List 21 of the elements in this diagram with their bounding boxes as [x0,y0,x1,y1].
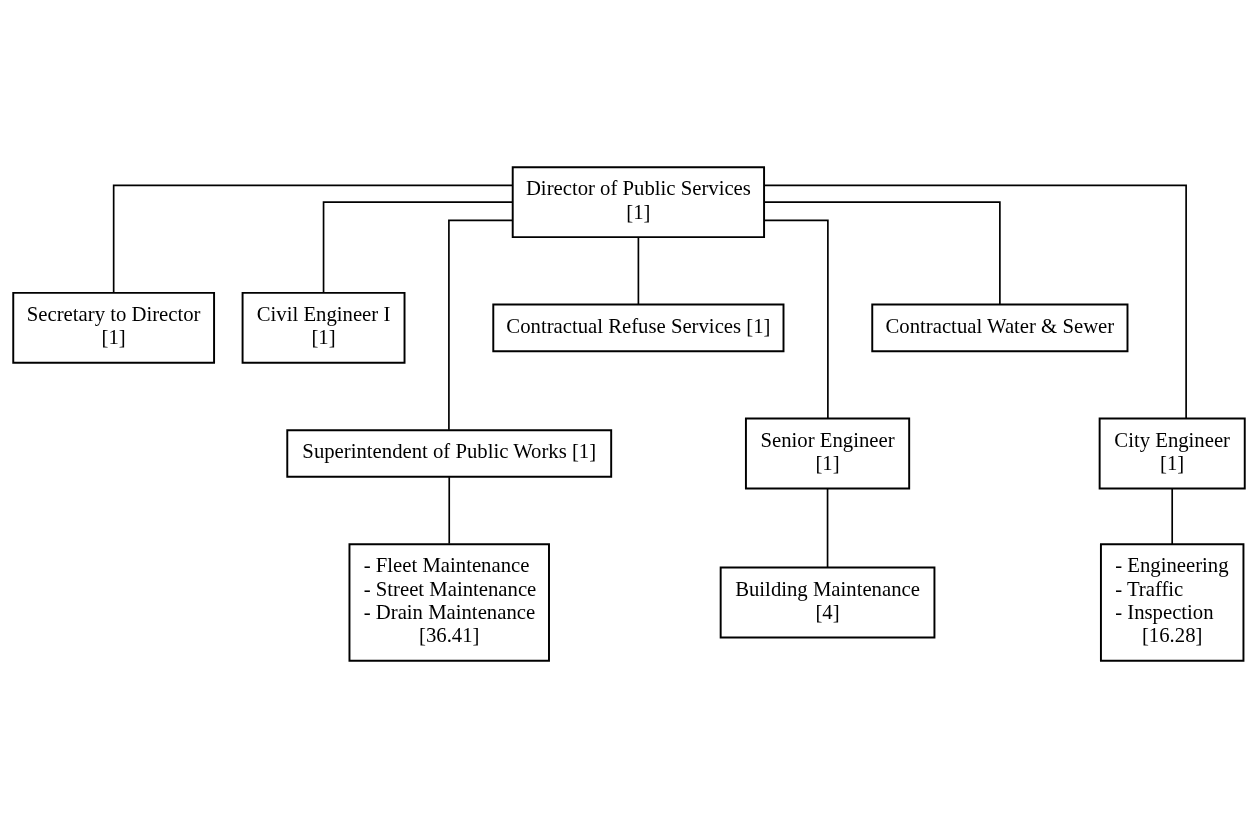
node-box: Director of Public Services [1] [511,166,766,239]
node-box: Building Maintenance [4] [719,566,936,639]
connector [763,201,1001,306]
node-box: Secretary to Director [1] [12,291,216,364]
connector [1171,488,1174,545]
node-box: City Engineer [1] [1098,417,1246,490]
connector [763,219,829,419]
node-box: Superintendent of Public Works [1] [286,429,613,478]
connector [826,488,829,569]
node-box: Senior Engineer [1] [744,417,911,490]
node-box: - Fleet Maintenance - Street Maintenance - Drain Maintenance [36.41] [348,543,550,662]
node-box: Contractual Water & Sewer [871,303,1129,353]
node-box: Contractual Refuse Services [1] [492,303,785,353]
connector [637,236,640,305]
connector [322,201,514,294]
connector [448,219,514,431]
node-box: Civil Engineer I [1] [241,291,406,364]
connector [448,476,451,545]
connector [112,184,514,294]
connector [763,184,1187,420]
node-box: - Engineering - Traffic - Inspection [16.28] [1099,543,1245,662]
